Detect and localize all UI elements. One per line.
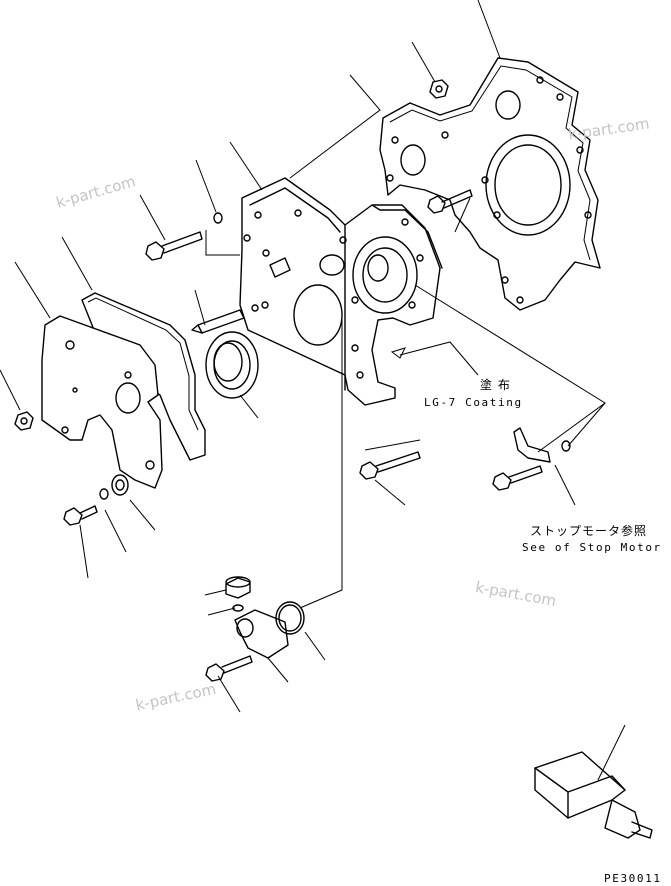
drawing-code: PE30011: [604, 872, 662, 885]
stop-motor-label-en: See of Stop Motor: [522, 541, 662, 554]
oil-seal: [205, 331, 259, 399]
stop-motor-part: [534, 751, 653, 839]
hardware-parts: [14, 79, 571, 682]
coating-label-en: LG-7 Coating: [424, 396, 523, 409]
coating-label-ja: 塗 布: [480, 378, 511, 392]
timing-gear-case: [239, 177, 443, 406]
stop-motor-label-ja: ストップモータ参照: [530, 524, 648, 538]
front-cover-plate: [41, 315, 163, 489]
rear-gasket-plate: [379, 57, 601, 311]
leader-lines: [0, 0, 626, 781]
